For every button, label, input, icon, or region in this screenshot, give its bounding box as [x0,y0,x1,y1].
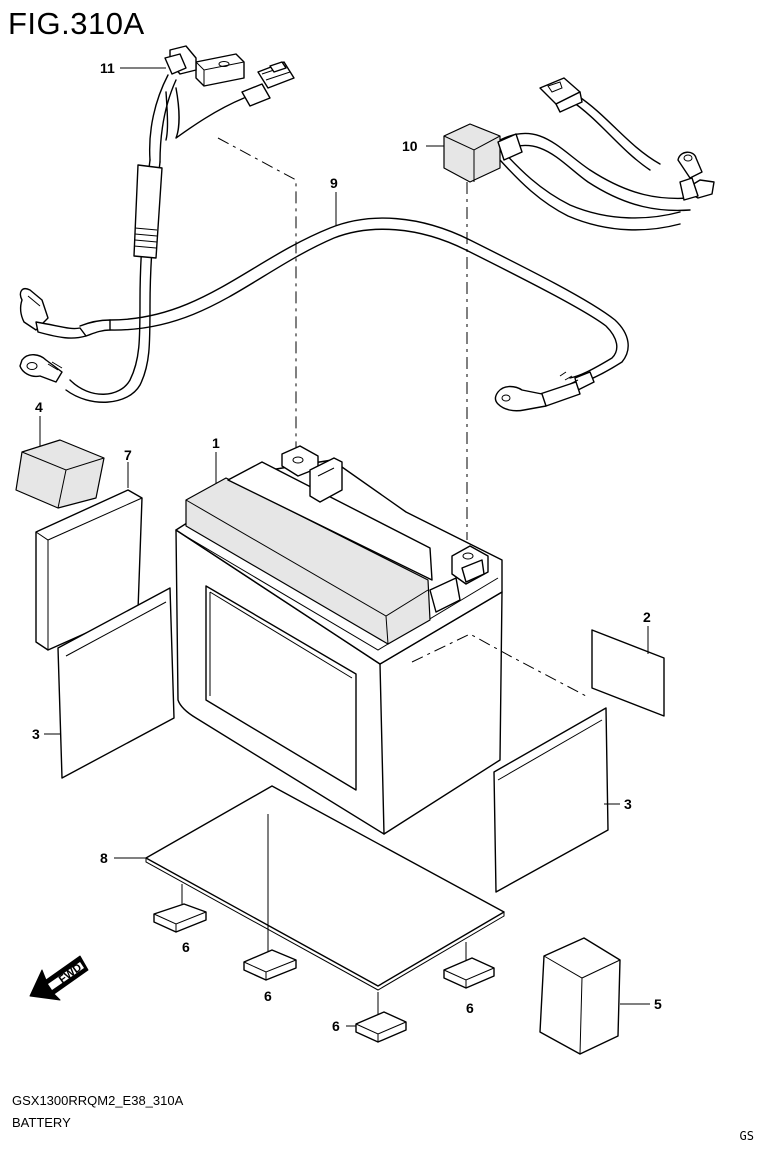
callout-11: 11 [100,60,115,76]
callout-4: 4 [35,399,43,415]
callout-6-a: 6 [182,939,190,955]
part-6-pad-c [443,957,495,989]
callout-1: 1 [212,435,220,451]
corner-mark: GS [739,1129,754,1143]
part-4-spacer[interactable] [15,439,105,509]
part-5-block[interactable] [539,937,621,1055]
callouts: 11 9 10 4 7 1 2 3 3 8 6 6 6 6 5 [32,60,662,1034]
part-6-pad-a [153,903,207,933]
callout-3-right: 3 [624,796,632,812]
callout-5: 5 [654,996,662,1012]
fwd-arrow-icon: FWD [29,955,89,1001]
part-9-battery-cable[interactable] [19,217,629,412]
callout-10: 10 [402,138,418,154]
callout-9: 9 [330,175,338,191]
callout-8: 8 [100,850,108,866]
figure-title: FIG.310A [8,6,145,41]
part-8-tray-sheet[interactable] [145,785,505,1014]
part-6-pad-b [243,949,297,981]
part-1-battery[interactable] [175,445,587,835]
callout-3-left: 3 [32,726,40,742]
part-10-terminal-cover-harness[interactable] [443,77,715,540]
part-6-pad-d [355,1011,407,1043]
part-11-harness[interactable] [19,45,297,450]
leader-lines [39,67,650,1027]
callout-6-c: 6 [466,1000,474,1016]
part-3-pad-left[interactable] [57,587,175,779]
callout-6-b: 6 [264,988,272,1004]
part-2-label[interactable] [591,629,665,717]
model-code: GSX1300RRQM2_E38_310A [12,1093,184,1108]
callout-7: 7 [124,447,132,463]
figure-name: BATTERY [12,1115,71,1130]
callout-2: 2 [643,609,651,625]
part-6-cushions[interactable] [153,903,495,1043]
callout-6-d: 6 [332,1018,340,1034]
part-3-pad-right[interactable] [493,707,609,893]
